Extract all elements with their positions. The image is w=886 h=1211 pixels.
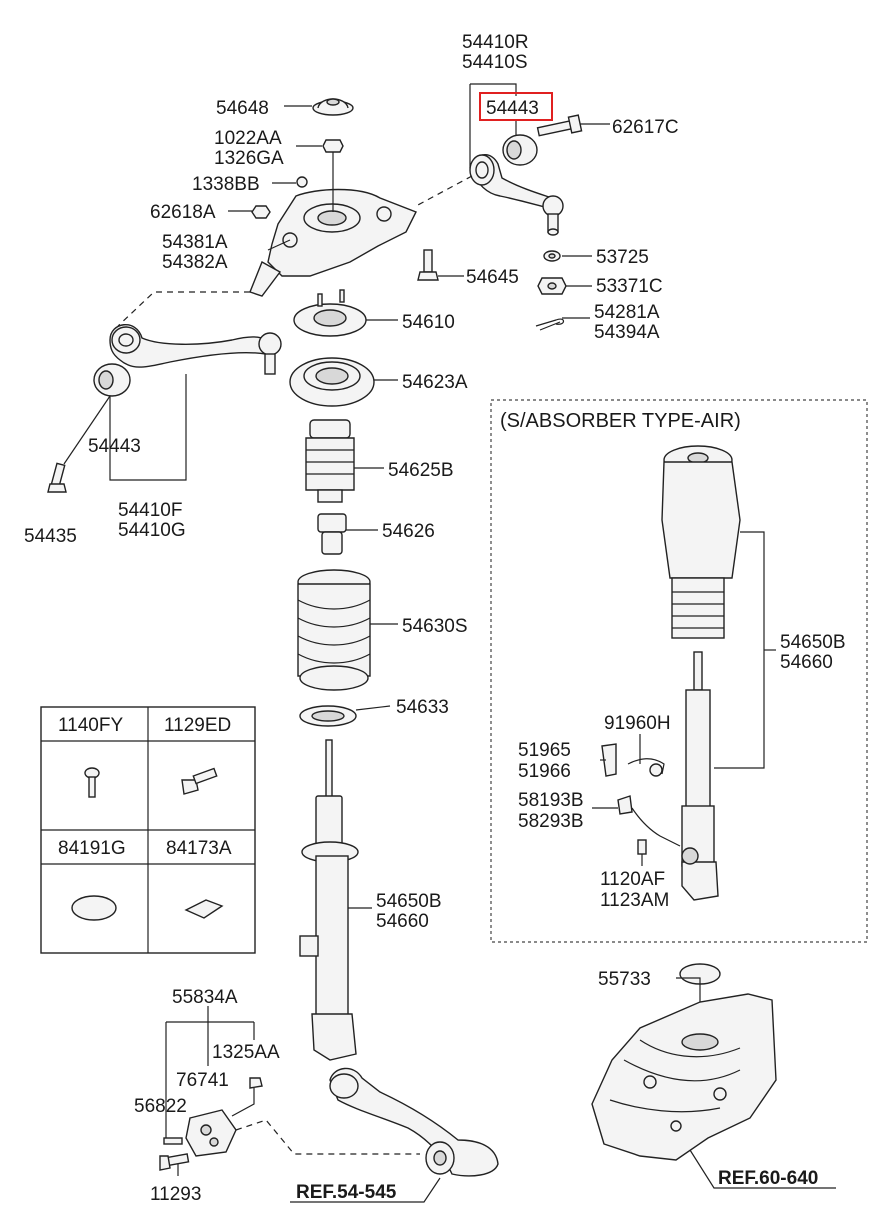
grid-cell-1129ED[interactable]: 1129ED [164, 715, 231, 736]
bolt-1120AF[interactable] [637, 839, 647, 855]
nut-1022AA[interactable] [322, 139, 344, 153]
label-56822[interactable]: 56822 [134, 1096, 187, 1117]
bracket-58193B[interactable] [617, 795, 633, 815]
label-54648[interactable]: 54648 [216, 98, 269, 119]
nut-53371C[interactable] [537, 277, 567, 295]
bolt-54645[interactable] [417, 249, 439, 281]
strut-54650B[interactable] [299, 739, 359, 1061]
label-1338BB[interactable]: 1338BB [192, 174, 260, 195]
bracket-55834A[interactable] [185, 1109, 237, 1157]
label-54610[interactable]: 54610 [402, 312, 455, 333]
label-62617C[interactable]: 62617C [612, 117, 679, 138]
label-54650B-main[interactable]: 54650B [376, 891, 442, 912]
bushing-54443-top[interactable] [502, 134, 538, 166]
plug-84191G-icon [71, 895, 117, 921]
label-54660-air[interactable]: 54660 [780, 652, 833, 673]
label-58193B[interactable]: 58193B [518, 790, 584, 811]
nut-62618A[interactable] [251, 205, 271, 219]
mount-bracket-54381A[interactable] [249, 188, 417, 297]
air-absorber-box [490, 399, 868, 943]
label-54382A[interactable]: 54382A [162, 252, 228, 273]
label-91960H[interactable]: 91960H [604, 713, 671, 734]
label-54633[interactable]: 54633 [396, 697, 449, 718]
lower-control-arm-ref54545[interactable] [329, 1067, 499, 1177]
label-1325AA[interactable]: 1325AA [212, 1042, 280, 1063]
label-54625B[interactable]: 54625B [388, 460, 454, 481]
bolt-62617C[interactable] [536, 114, 583, 137]
ref-60-640[interactable]: REF.60-640 [718, 1168, 818, 1189]
label-11293[interactable]: 11293 [150, 1184, 201, 1205]
air-spring-54650B[interactable] [661, 445, 741, 901]
label-54410R[interactable]: 54410R [462, 32, 529, 53]
coil-spring-54630S[interactable] [297, 569, 371, 691]
label-54281A[interactable]: 54281A [594, 302, 660, 323]
label-1123AM[interactable]: 1123AM [600, 890, 669, 911]
bushing-54443-left[interactable] [93, 363, 131, 397]
label-55834A[interactable]: 55834A [172, 987, 238, 1008]
label-54394A[interactable]: 54394A [594, 322, 660, 343]
grid-cell-1140FY[interactable]: 1140FY [58, 715, 123, 736]
label-54660-main[interactable]: 54660 [376, 911, 429, 932]
label-54410F[interactable]: 54410F [118, 500, 182, 521]
label-58293B[interactable]: 58293B [518, 811, 584, 832]
bolt-56822[interactable] [163, 1137, 183, 1145]
body-panel-ref60640[interactable] [591, 993, 777, 1161]
hose-line [631, 807, 681, 847]
label-54435[interactable]: 54435 [24, 526, 77, 547]
label-54443-top[interactable]: 54443 [486, 98, 539, 119]
bolt-11293[interactable] [159, 1153, 190, 1171]
label-51965[interactable]: 51965 [518, 740, 571, 761]
label-53725[interactable]: 53725 [596, 247, 649, 268]
grid-cell-84191G[interactable]: 84191G [58, 838, 126, 859]
label-1120AF[interactable]: 1120AF [600, 869, 665, 890]
screw-1140FY-icon [84, 767, 100, 798]
label-54410S[interactable]: 54410S [462, 52, 528, 73]
lower-arm-left[interactable] [109, 323, 282, 375]
pin-54281A[interactable] [535, 318, 565, 331]
label-54443-left[interactable]: 54443 [88, 436, 141, 457]
washer-53725[interactable] [543, 250, 561, 262]
dust-boot-54625B[interactable] [305, 419, 355, 503]
bolt-1129ED-icon [181, 767, 218, 795]
label-55733[interactable]: 55733 [598, 969, 651, 990]
label-54645[interactable]: 54645 [466, 267, 519, 288]
nut-1325AA[interactable] [249, 1077, 263, 1089]
fastener-grid [40, 706, 256, 954]
label-54630S[interactable]: 54630S [402, 616, 468, 637]
ref-54-545[interactable]: REF.54-545 [296, 1182, 397, 1203]
label-54381A[interactable]: 54381A [162, 232, 228, 253]
spring-seat-54623A[interactable] [289, 357, 375, 407]
sensor-91960H[interactable] [627, 758, 665, 777]
label-1326GA[interactable]: 1326GA [214, 148, 284, 169]
bolt-54435[interactable] [47, 462, 67, 493]
label-1022AA[interactable]: 1022AA [214, 128, 282, 149]
label-53371C[interactable]: 53371C [596, 276, 663, 297]
air-box-title: (S/ABSORBER TYPE-AIR) [500, 410, 741, 432]
grid-cell-84173A[interactable]: 84173A [166, 838, 232, 859]
label-54623A[interactable]: 54623A [402, 372, 468, 393]
nut-1338BB[interactable] [296, 176, 308, 188]
label-76741[interactable]: 76741 [176, 1070, 229, 1091]
bump-stop-54626[interactable] [317, 513, 347, 555]
upper-arm-right[interactable] [469, 154, 564, 236]
lower-seat-54633[interactable] [299, 705, 357, 727]
upper-seat-54610[interactable] [293, 289, 367, 337]
label-54626[interactable]: 54626 [382, 521, 435, 542]
insulator-54648[interactable] [312, 98, 354, 116]
highlight-box [479, 92, 553, 121]
pad-84173A-icon [184, 899, 224, 919]
label-54410G[interactable]: 54410G [118, 520, 186, 541]
label-51966[interactable]: 51966 [518, 761, 571, 782]
bracket-51965[interactable] [601, 743, 617, 777]
label-62618A[interactable]: 62618A [150, 202, 216, 223]
label-54650B-air[interactable]: 54650B [780, 632, 846, 653]
